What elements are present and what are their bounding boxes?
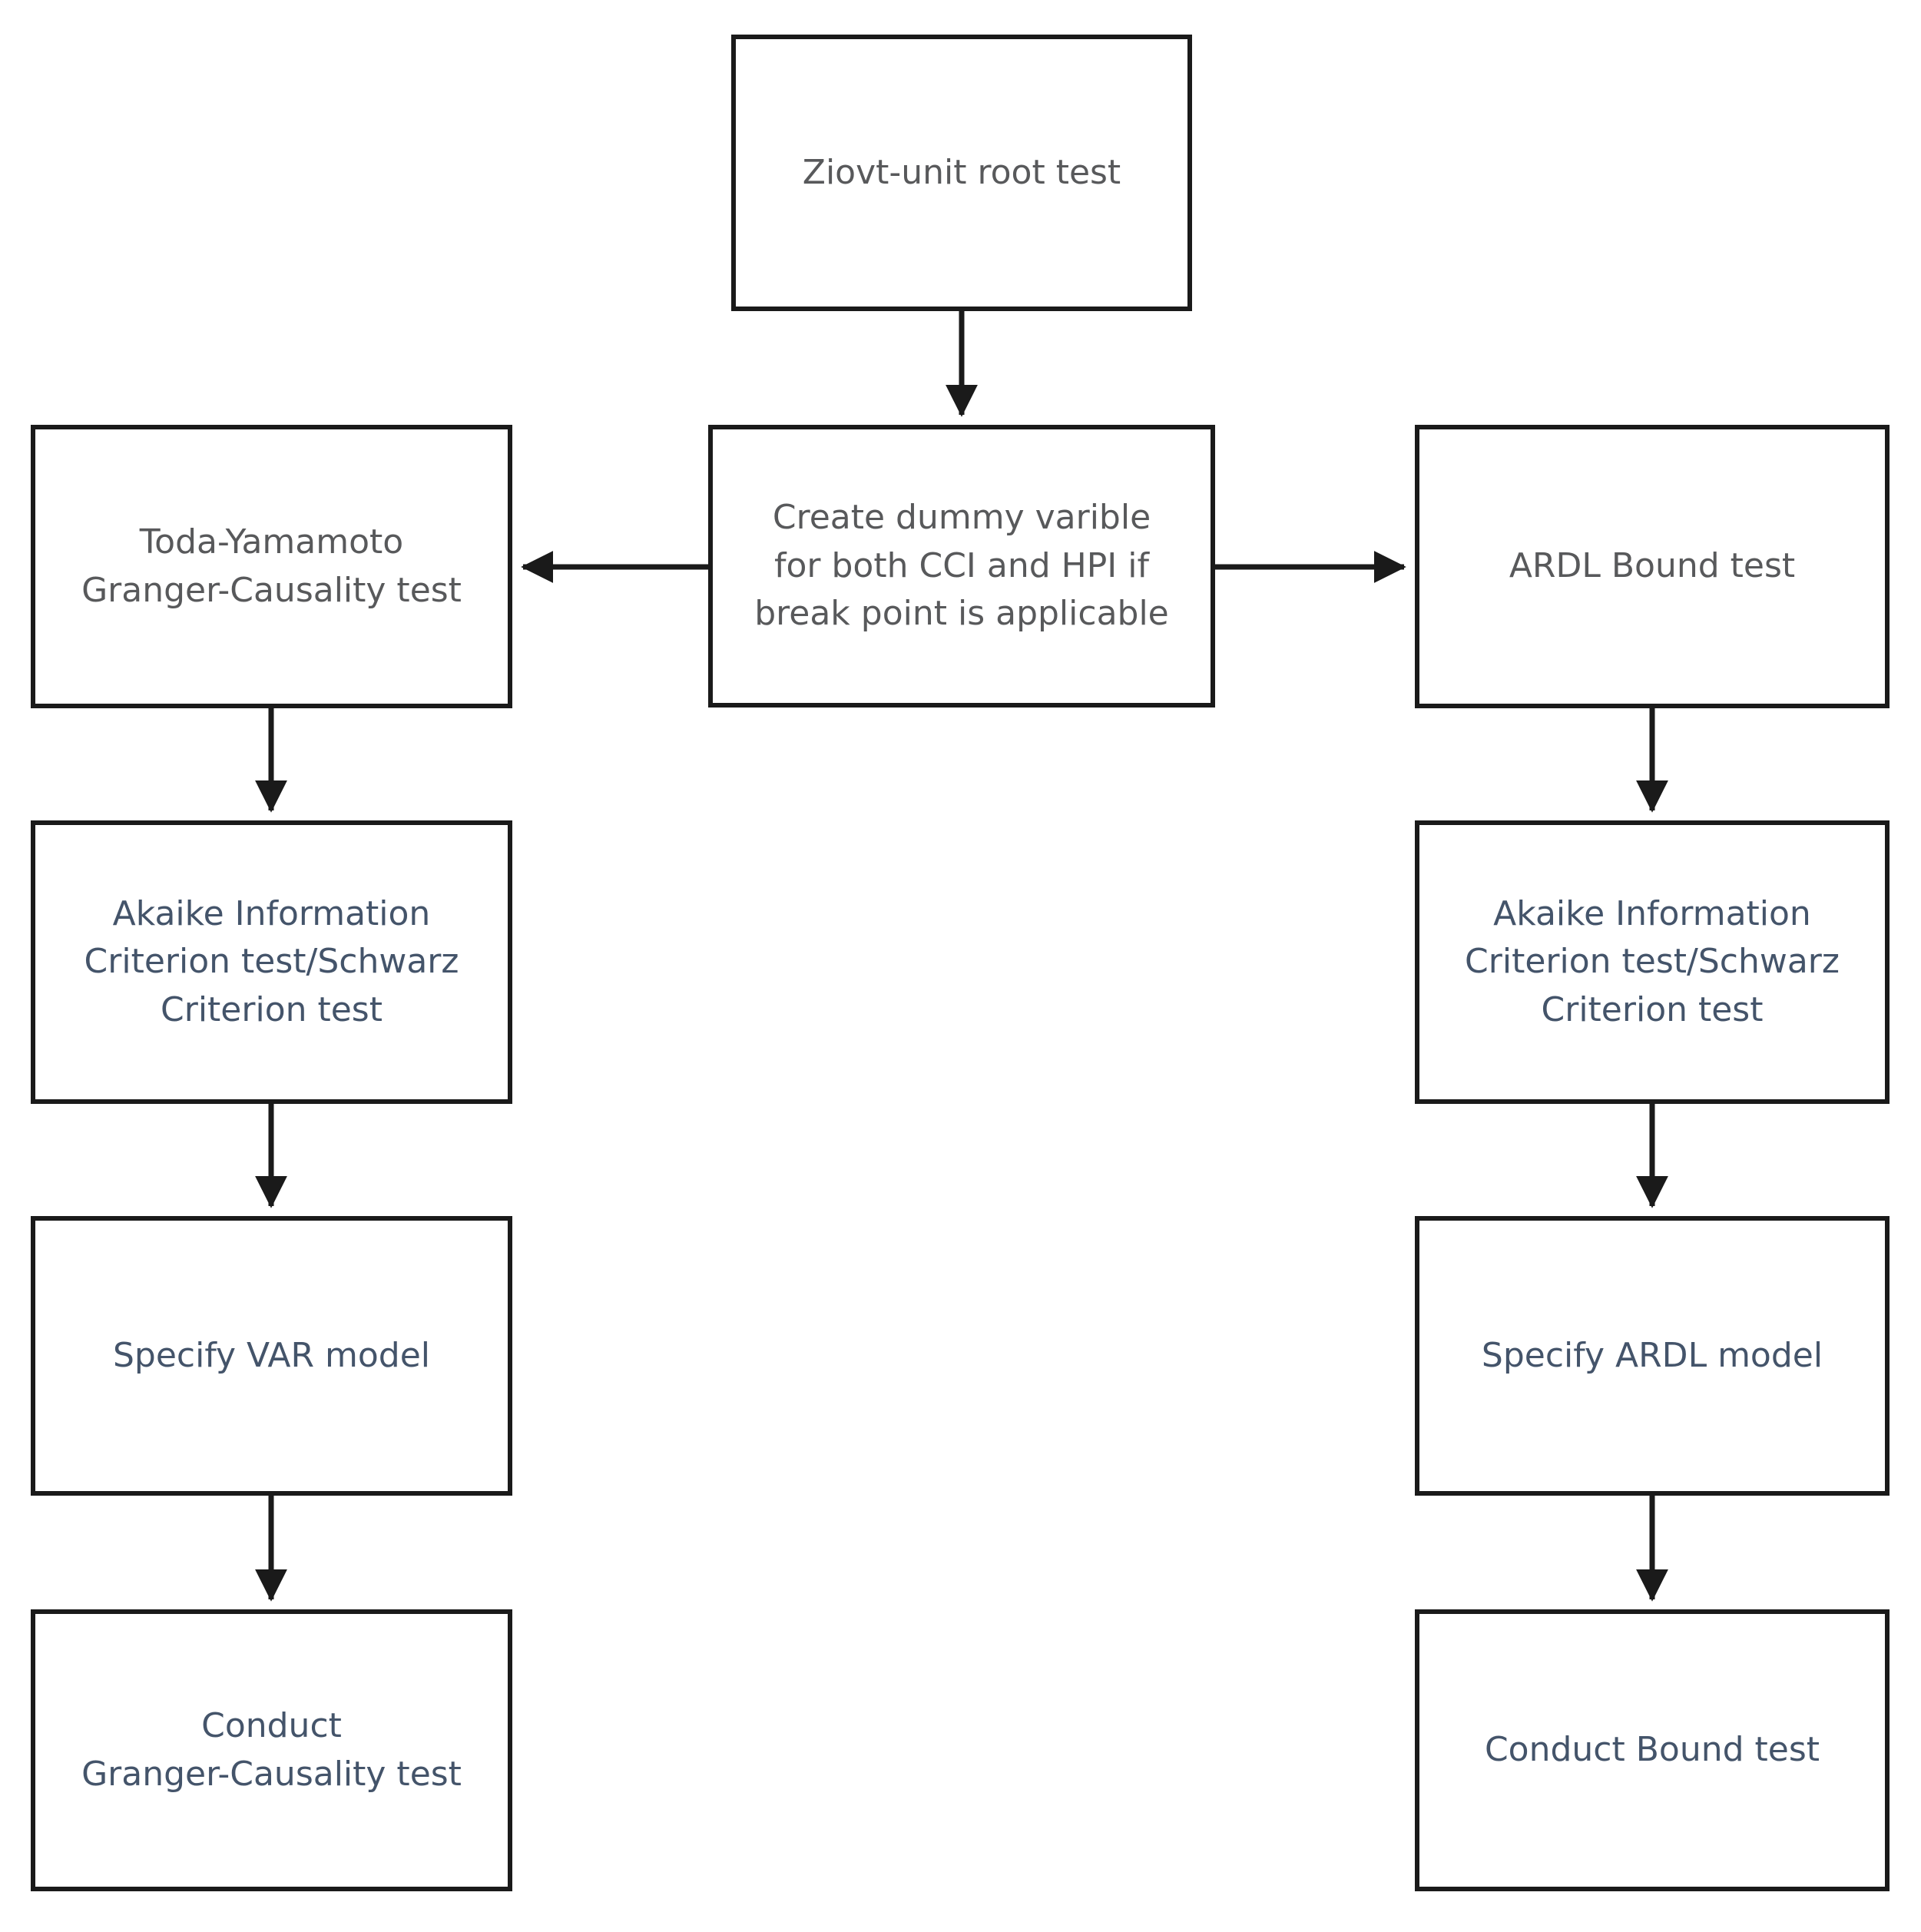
node-label: ARDL Bound test xyxy=(1509,546,1796,586)
node-conduct-bound-test: Conduct Bound test xyxy=(1415,1609,1890,1891)
node-ardl-bound-test: ARDL Bound test xyxy=(1415,425,1890,708)
node-label: Specify VAR model xyxy=(112,1335,431,1375)
node-label: Toda-Yamamoto Granger-Causality test xyxy=(81,522,462,610)
node-create-dummy-variable: Create dummy varible for both CCI and HP… xyxy=(708,425,1215,708)
node-label: Specify ARDL model xyxy=(1481,1335,1823,1375)
node-label: Ziovt-unit root test xyxy=(802,152,1121,192)
node-specify-ardl-model: Specify ARDL model xyxy=(1415,1216,1890,1496)
node-specify-var-model: Specify VAR model xyxy=(31,1216,512,1496)
node-label: Akaike Information Criterion test/Schwar… xyxy=(1465,893,1840,1029)
node-ziovt-unit-root-test: Ziovt-unit root test xyxy=(731,35,1192,311)
node-akaike-schwarz-criterion-right: Akaike Information Criterion test/Schwar… xyxy=(1415,820,1890,1104)
node-conduct-granger-causality-test: Conduct Granger-Causality test xyxy=(31,1609,512,1891)
node-label: Conduct Bound test xyxy=(1484,1730,1820,1770)
node-label: Akaike Information Criterion test/Schwar… xyxy=(84,893,459,1029)
node-label: Conduct Granger-Causality test xyxy=(81,1706,462,1794)
node-akaike-schwarz-criterion-left: Akaike Information Criterion test/Schwar… xyxy=(31,820,512,1104)
node-label: Create dummy varible for both CCI and HP… xyxy=(754,498,1169,634)
node-toda-yamamoto-granger-causality-test: Toda-Yamamoto Granger-Causality test xyxy=(31,425,512,708)
